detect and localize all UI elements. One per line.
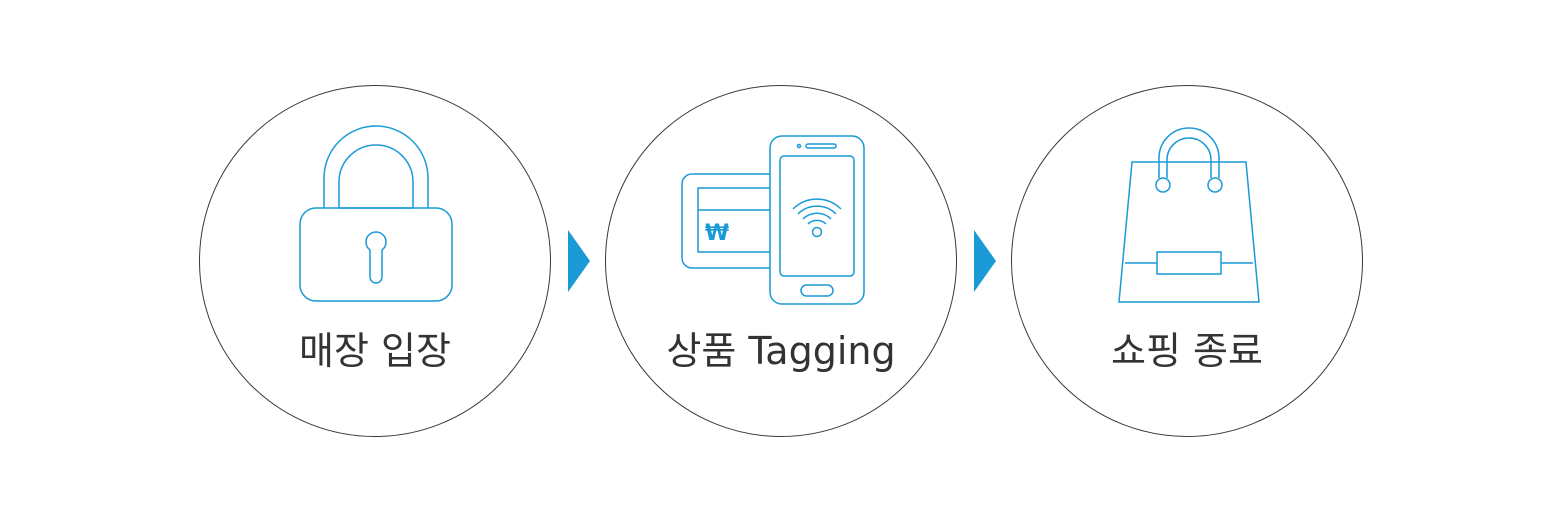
step-shopping-end: 쇼핑 종료 bbox=[1011, 85, 1363, 437]
shopping-bag-icon bbox=[1118, 127, 1260, 303]
step-label-product-tagging: 상품 Tagging bbox=[666, 329, 896, 373]
step-product-tagging: ₩ 상품 Tagging bbox=[605, 85, 957, 437]
step-label-store-entry: 매장 입장 bbox=[299, 329, 451, 373]
phone-card-nfc-icon: ₩ bbox=[681, 135, 865, 305]
arrow-right-icon bbox=[974, 230, 996, 292]
padlock-icon bbox=[299, 125, 453, 302]
step-label-shopping-end: 쇼핑 종료 bbox=[1111, 329, 1263, 373]
step-store-entry: 매장 입장 bbox=[199, 85, 551, 437]
arrow-right-icon bbox=[568, 230, 590, 292]
won-symbol: ₩ bbox=[705, 221, 729, 246]
